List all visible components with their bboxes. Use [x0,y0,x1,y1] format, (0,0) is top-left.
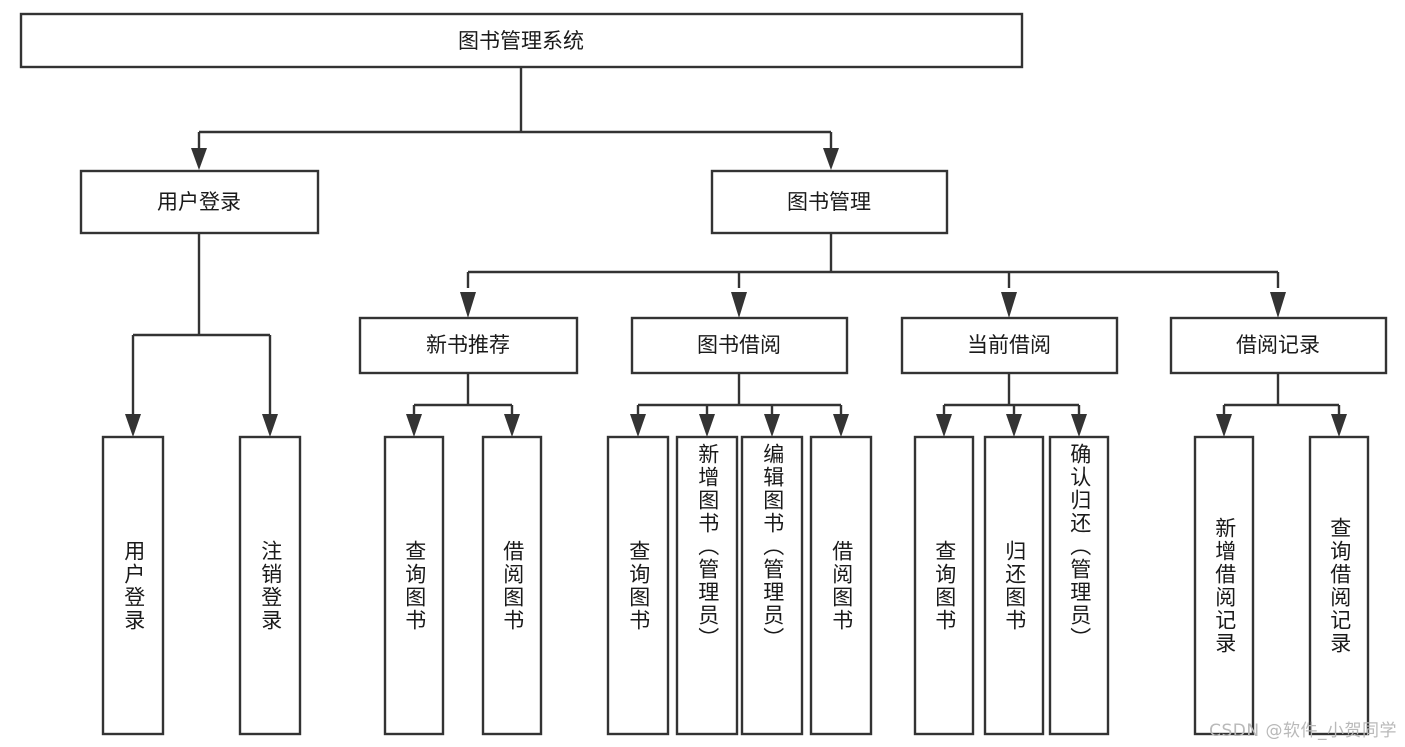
connector-new-book-recommend-to-bus [412,373,514,418]
node-new-book-recommend[interactable]: 新书推荐 [358,316,579,375]
leaf-box-add-book[interactable] [675,435,739,736]
arrow-to-leaf-edit-book [764,414,780,437]
csdn-watermark: CSDN @软件_小贺同学 [1209,721,1397,741]
connector-layer [125,67,1347,437]
arrow-to-leaf-logout [262,414,278,437]
connector-book-manage-to-bus [466,233,1280,288]
arrow-to-book-manage [823,148,839,170]
leaf-box-borrow-book-2[interactable] [809,435,873,736]
node-book-manage-label: 图书管理 [787,190,871,214]
leaf-box-layer [101,435,1370,736]
node-user-login[interactable]: 用户登录 [79,169,320,235]
arrow-to-current-borrow [1001,292,1017,318]
connector-borrow-record-to-bus [1222,373,1341,418]
leaf-box-user-login[interactable] [101,435,165,736]
leaf-box-query-book-3[interactable] [913,435,975,736]
node-current-borrow[interactable]: 当前借阅 [900,316,1119,375]
leaf-box-return-book[interactable] [983,435,1045,736]
arrow-to-leaf-borrow-book-2 [833,414,849,437]
leaf-box-edit-book[interactable] [740,435,804,736]
node-root-box[interactable] [19,12,1024,69]
leaf-box-add-record[interactable] [1193,435,1255,736]
arrow-to-leaf-user-login [125,414,141,437]
node-current-borrow-label: 当前借阅 [967,333,1051,357]
arrow-to-leaf-confirm-return [1071,414,1087,437]
leaf-box-confirm-return[interactable] [1048,435,1110,736]
node-borrow-record-box[interactable] [1169,316,1388,375]
node-book-manage[interactable]: 图书管理 [710,169,949,235]
leaf-box-query-book-1[interactable] [383,435,445,736]
arrow-to-leaf-query-book-1 [406,414,422,437]
node-user-login-label: 用户登录 [157,190,241,214]
node-book-manage-box[interactable] [710,169,949,235]
node-new-book-recommend-box[interactable] [358,316,579,375]
node-borrow-record[interactable]: 借阅记录 [1169,316,1388,375]
connector-current-borrow-to-bus [942,373,1081,418]
leaf-box-query-book-2[interactable] [606,435,670,736]
node-root-label: 图书管理系统 [458,29,584,53]
node-new-book-recommend-label: 新书推荐 [426,333,510,357]
arrow-to-leaf-add-book [699,414,715,437]
connector-root-to-bus [197,67,833,152]
node-root[interactable]: 图书管理系统 [19,12,1024,69]
arrow-to-borrow-record [1270,292,1286,318]
leaf-box-logout[interactable] [238,435,302,736]
connector-book-borrow-to-bus [636,373,843,418]
arrow-to-user-login [191,148,207,170]
node-borrow-record-label: 借阅记录 [1236,333,1320,357]
arrow-to-leaf-query-book-2 [630,414,646,437]
arrow-to-leaf-return-book [1006,414,1022,437]
node-current-borrow-box[interactable] [900,316,1119,375]
node-book-borrow[interactable]: 图书借阅 [630,316,849,375]
arrow-to-leaf-add-record [1216,414,1232,437]
node-book-borrow-box[interactable] [630,316,849,375]
arrow-to-leaf-query-book-3 [936,414,952,437]
leaf-box-query-record[interactable] [1308,435,1370,736]
connector-user-login-to-bus [131,233,272,418]
arrow-to-book-borrow [731,292,747,318]
arrow-to-leaf-query-record [1331,414,1347,437]
arrow-to-leaf-borrow-book-1 [504,414,520,437]
leaf-box-borrow-book-1[interactable] [481,435,543,736]
arrow-to-new-book-recommend [460,292,476,318]
node-book-borrow-label: 图书借阅 [697,333,781,357]
node-user-login-box[interactable] [79,169,320,235]
